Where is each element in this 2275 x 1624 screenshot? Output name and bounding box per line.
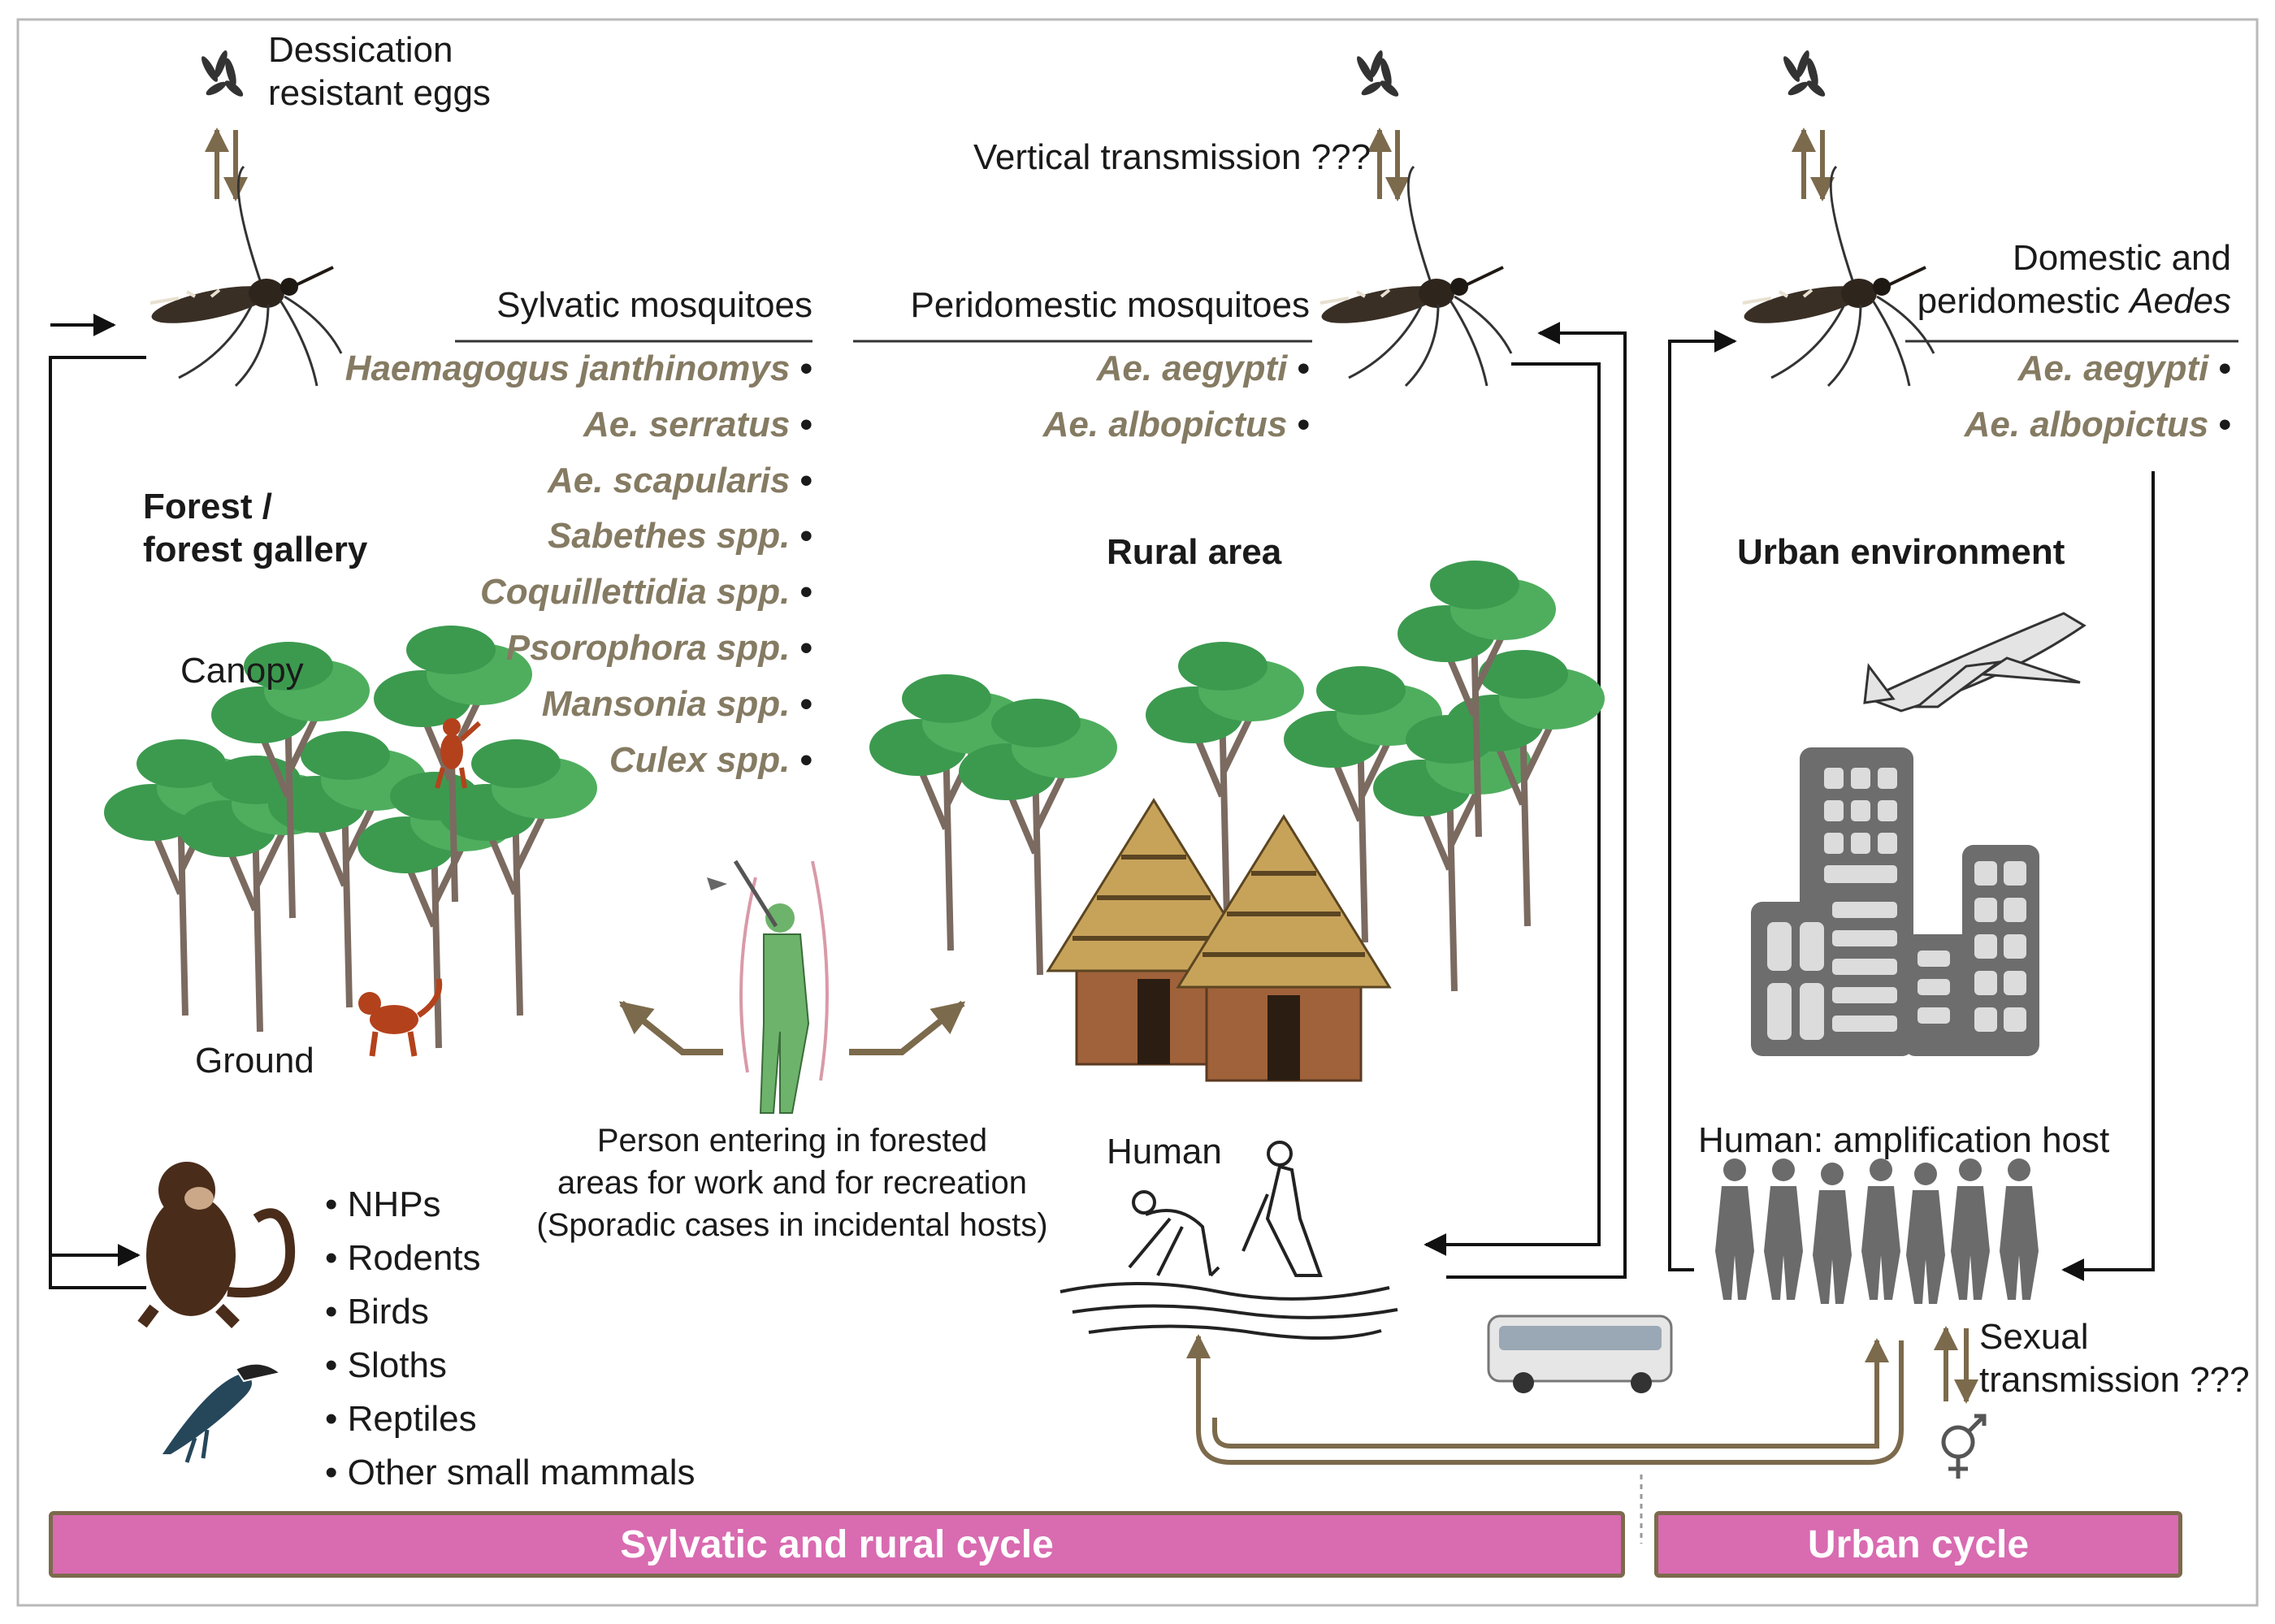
person-entering-label: Person entering in forested areas for wo… [536,1123,1048,1243]
species-item: Ae. aegypti • [1096,349,1310,388]
ground-label: Ground [195,1041,314,1081]
host-item: • Sloths [325,1345,447,1385]
domestic-aedes-header: Domestic and peridomestic Aedes [1917,238,2231,321]
species-item: Mansonia spp. • [541,683,812,724]
species-item: Psorophora spp. • [505,627,812,668]
field-furrows [1060,1282,1398,1340]
eggs-icon [1780,49,1827,99]
nhp-icon [137,1162,296,1328]
eggs-icon [198,49,245,99]
host-item: • Reptiles [325,1399,477,1439]
urban-cycle-bar: Urban cycle [1654,1511,2182,1578]
airplane-icon [1863,612,2086,712]
monkey-icon [358,978,443,1057]
farmers-icon [1128,1141,1323,1277]
mosquito-icon [1740,165,1935,388]
domestic-species-list: Ae. aegypti • Ae. albopictus • [1965,348,2231,447]
buildings-icon [1751,747,2039,1056]
species-item: Ae. aegypti • [2017,349,2231,388]
urban-crowd-icon [1715,1158,2039,1304]
species-item: Ae. albopictus • [1964,404,2231,444]
mosquito-icon [1317,165,1513,388]
forest-area-label: Forest /forest gallery [143,487,368,569]
bus-icon [1487,1314,1673,1393]
host-item: • Rodents [325,1238,481,1278]
species-item: Ae. scapularis • [547,460,812,500]
toucan-icon [162,1362,283,1463]
rural-area-label: Rural area [1107,532,1282,572]
host-item: • Other small mammals [325,1453,696,1492]
sylvatic-rural-cycle-bar: Sylvatic and rural cycle [49,1511,1625,1578]
sylvatic-species-list: Haemagogus janthinomys • Ae. serratus • … [345,348,812,782]
vertical-transmission-label: Vertical transmission ??? [973,137,1372,177]
species-item: Coquillettidia spp. • [480,572,812,613]
species-item: Haemagogus janthinomys • [344,349,812,388]
species-item: Sabethes spp. • [548,516,812,556]
eggs-icon [1354,49,1401,99]
species-item: Culex spp. • [609,739,812,780]
monkey-icon [435,718,482,789]
host-item: • NHPs [325,1184,441,1224]
hosts-list: • NHPs • Rodents • Birds • Sloths • Rept… [325,1178,695,1500]
species-item: Ae. serratus • [583,404,812,444]
sylvatic-mosquitoes-header: Sylvatic mosquitoes [496,285,812,325]
species-item: Ae. albopictus • [1042,404,1310,444]
hut-icon [1178,816,1389,1081]
urban-area-label: Urban environment [1737,532,2065,572]
human-rural-label: Human [1107,1132,1222,1171]
peridomestic-mosquitoes-header: Peridomestic mosquitoes [910,285,1310,325]
forest-worker-icon [707,860,829,1114]
human-urban-label: Human: amplification host [1698,1120,2110,1160]
host-item: • Birds [325,1292,429,1332]
mosquito-icon [147,165,343,388]
gender-symbol-icon [1941,1414,1987,1479]
canopy-label: Canopy [180,651,304,691]
peridomestic-species-list: Ae. aegypti • Ae. albopictus • [1043,348,1310,447]
